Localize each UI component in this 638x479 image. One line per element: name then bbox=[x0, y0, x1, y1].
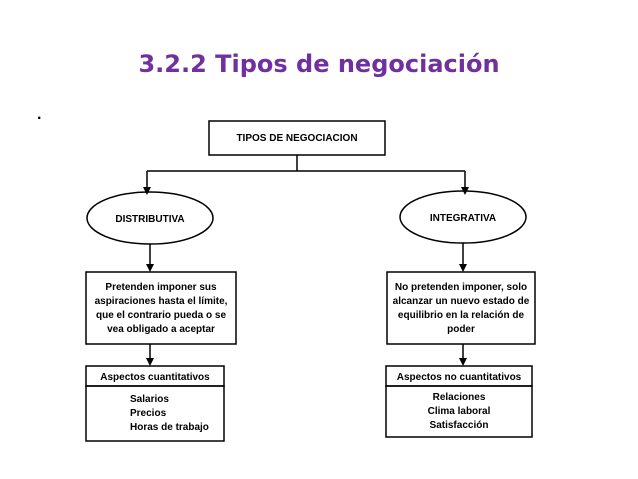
left-aspect-item: Salarios bbox=[130, 394, 169, 405]
right-description-line: poder bbox=[447, 324, 475, 335]
bullet-mark: . bbox=[37, 106, 42, 123]
left-description-line: que el contrario pueda o se bbox=[96, 310, 226, 321]
right-description-line: alcanzar un nuevo estado de bbox=[393, 296, 530, 307]
right-aspects-body bbox=[385, 385, 533, 438]
left-aspects-title: Aspectos cuantitativos bbox=[100, 372, 210, 383]
distributiva-label: DISTRIBUTIVA bbox=[115, 214, 184, 225]
right-description-line: No pretenden imponer, solo bbox=[395, 282, 527, 293]
left-aspects-body bbox=[85, 385, 225, 442]
integrativa-label: INTEGRATIVA bbox=[430, 213, 496, 224]
left-description-box bbox=[85, 271, 237, 345]
left-aspect-item: Precios bbox=[130, 408, 167, 419]
slide-title: 3.2.2 Tipos de negociación bbox=[138, 50, 500, 78]
right-aspect-item: Clima laboral bbox=[428, 406, 491, 417]
right-description-text: No pretenden imponer, solo alcanzar un n… bbox=[393, 282, 530, 335]
left-description-line: Pretenden imponer sus bbox=[105, 282, 217, 293]
right-aspect-item: Relaciones bbox=[433, 392, 486, 403]
right-description-box bbox=[386, 271, 536, 345]
left-description-text: Pretenden imponer sus aspiraciones hasta… bbox=[95, 282, 228, 335]
right-aspect-item: Satisfacción bbox=[430, 420, 489, 431]
left-aspect-item: Horas de trabajo bbox=[130, 422, 209, 433]
root-label: TIPOS DE NEGOCIACION bbox=[236, 133, 357, 144]
left-description-line: aspiraciones hasta el límite, bbox=[95, 296, 228, 307]
right-description-line: equilibrio en la relación de bbox=[398, 310, 525, 321]
left-description-line: vea obligado a aceptar bbox=[107, 324, 215, 335]
right-aspects-title: Aspectos no cuantitativos bbox=[397, 372, 522, 383]
